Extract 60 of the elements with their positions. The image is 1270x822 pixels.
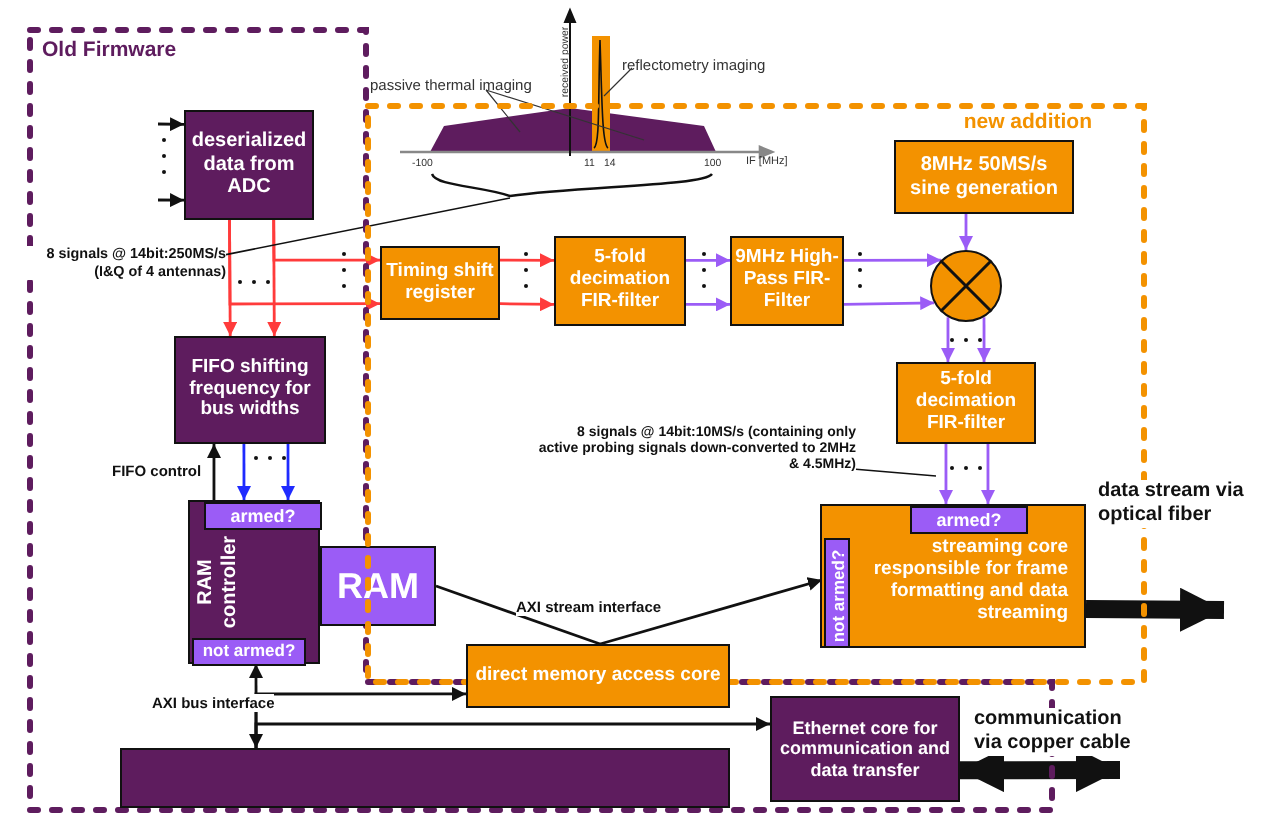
arrow (977, 317, 992, 362)
leader-line (855, 468, 937, 477)
process-box (188, 500, 320, 664)
leader-line (225, 197, 511, 256)
status-tag (910, 506, 1028, 534)
process-box (820, 504, 1086, 648)
node-label: not armed? (202, 642, 296, 662)
arrow (959, 214, 973, 250)
arrow (223, 220, 238, 336)
arrow (158, 117, 184, 132)
status-tag (320, 546, 436, 626)
node-label: Timing shift register (384, 261, 496, 305)
node-label: armed? (230, 505, 296, 527)
node-label: Ethernet core for communication and data transfer (777, 717, 952, 781)
node-label: streaming core responsible for frame formatting and data streaming (871, 538, 1068, 626)
arrow (267, 220, 282, 336)
arrow (254, 717, 770, 748)
arrow (844, 253, 941, 268)
process-box (174, 336, 326, 444)
mixer-symbol (930, 250, 1002, 322)
process-box (894, 140, 1074, 214)
process-box (380, 246, 500, 320)
region-title: Old Firmware (42, 38, 177, 63)
arrow (1085, 587, 1225, 632)
arrow (207, 444, 221, 500)
node-label: FIFO shifting frequency for bus widths (187, 357, 313, 423)
process-box (730, 236, 844, 326)
arrow (981, 444, 995, 504)
status-tag (192, 638, 306, 666)
process-box (120, 748, 730, 808)
process-box (466, 644, 730, 708)
arrow (500, 253, 554, 268)
node-label: RAM (337, 565, 419, 607)
process-box (184, 110, 314, 220)
arrow (686, 253, 730, 268)
process-box (770, 696, 960, 802)
node-label: 5-fold decimation FIR-filter (913, 370, 1019, 436)
arrow (686, 297, 730, 312)
arrow (500, 297, 554, 312)
node-label: not armed? (829, 546, 849, 646)
process-box (896, 362, 1036, 444)
node-label: 5-fold decimation FIR-filter (567, 248, 673, 314)
arrow (281, 444, 295, 500)
node-label: RAM controller (195, 533, 241, 633)
node-label: 8MHz 50MS/s sine generation (908, 154, 1060, 200)
status-tag (824, 538, 850, 648)
status-tag (204, 502, 322, 530)
arrow (939, 444, 953, 504)
node-label: deserialized data from ADC (189, 130, 309, 200)
arrow (237, 444, 251, 500)
arrow (158, 193, 184, 208)
arrow (843, 296, 935, 311)
process-box (554, 236, 686, 326)
arrow (599, 577, 823, 646)
node-label: direct memory access core (475, 665, 721, 687)
node-label: 9MHz High-Pass FIR-Filter (735, 248, 839, 314)
region-title: new addition (963, 110, 1092, 135)
connector-line (435, 584, 601, 646)
node-label: armed? (936, 509, 1002, 531)
arrow (940, 317, 955, 362)
